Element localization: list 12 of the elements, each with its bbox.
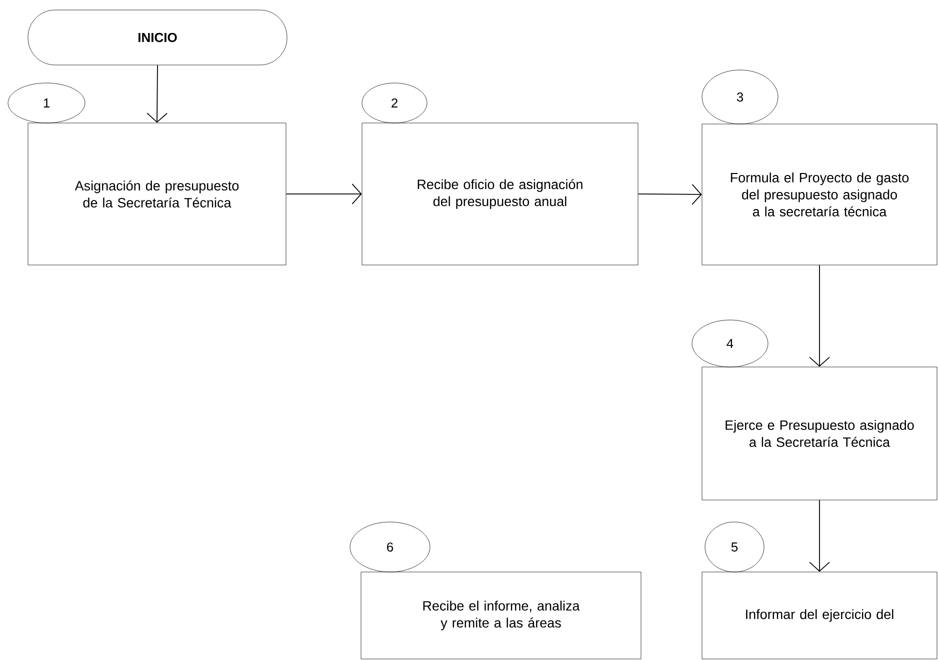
process-box: Asignación de presupuesto de la Secretaría Técnica xyxy=(28,122,286,266)
arrow xyxy=(286,184,362,204)
arrow xyxy=(809,264,830,367)
arrow xyxy=(809,500,830,572)
process-box: Informar del ejercicio del xyxy=(702,572,938,660)
process-box: Formula el Proyecto de gasto del presupuesto asignado a la secretaría técnica xyxy=(702,124,938,266)
process-box: Ejerce e Presupuesto asignado a la Secretaría Técnica xyxy=(702,366,938,500)
arrow xyxy=(638,184,702,205)
start-terminal: INICIO xyxy=(28,10,288,66)
process-box: Recibe el informe, analiza y remite a las áreas xyxy=(360,572,642,660)
process-box: Recibe oficio de asignación del presupuesto anual xyxy=(362,122,638,266)
arrow xyxy=(146,64,168,123)
